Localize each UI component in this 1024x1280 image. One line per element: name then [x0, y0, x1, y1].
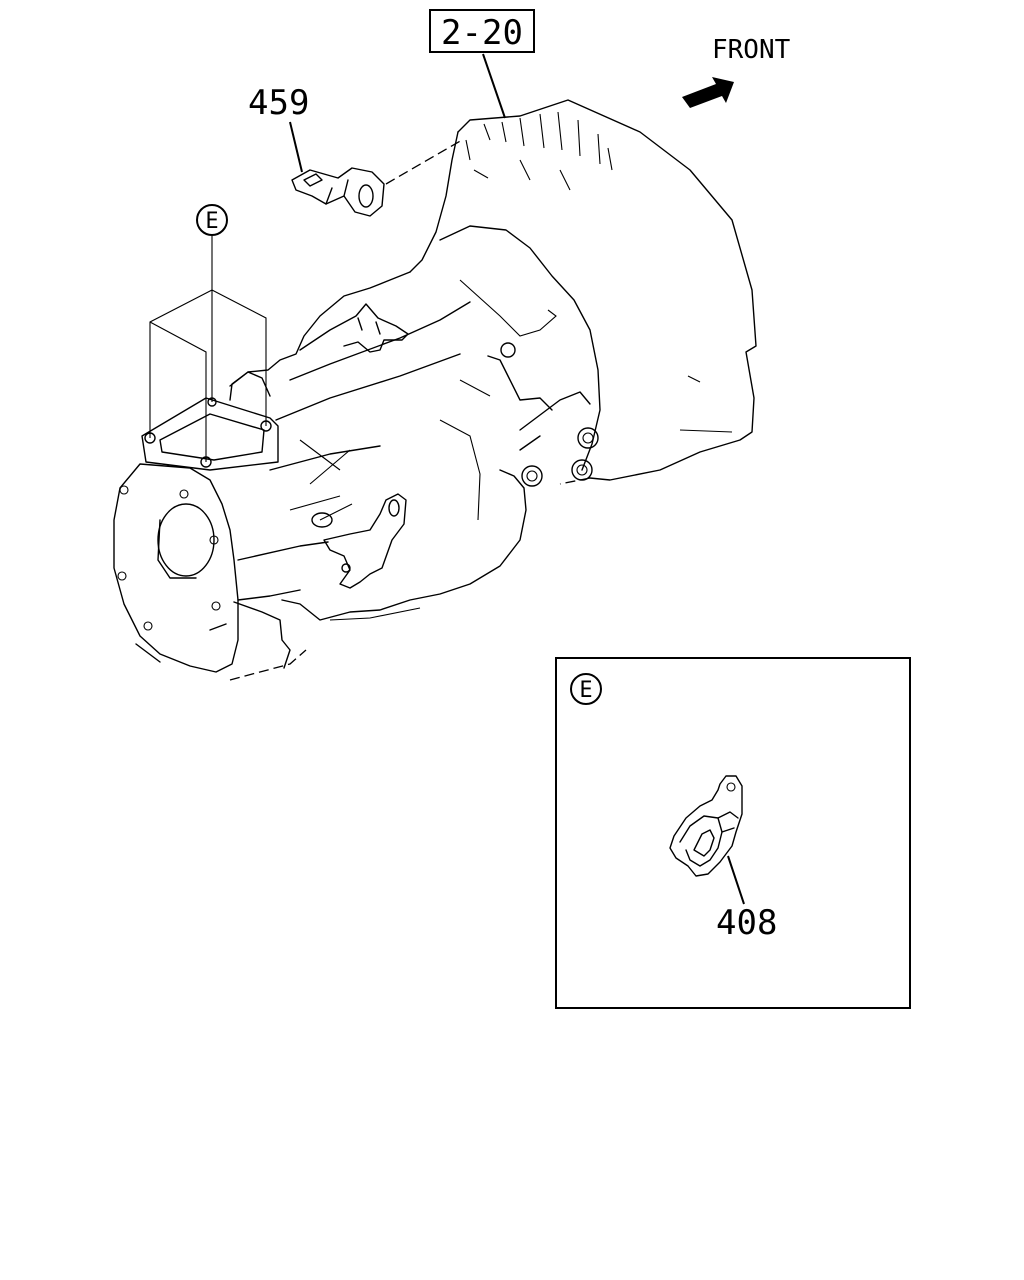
part-408-label[interactable]: 408 — [716, 903, 777, 943]
detail-marker-e-main[interactable]: E — [196, 204, 228, 236]
part-459-leader — [289, 121, 303, 173]
rear-flange — [113, 463, 239, 673]
detail-e-inset: E 408 — [555, 657, 911, 1009]
detail-marker-e-main-text: E — [205, 209, 218, 234]
front-arrow-icon — [682, 77, 734, 108]
transmission-assembly — [113, 99, 757, 681]
detail-marker-e-inset[interactable]: E — [570, 673, 602, 705]
detail-e-leader-lines — [149, 236, 267, 462]
extension-top-block — [141, 397, 279, 471]
front-label: FRONT — [712, 35, 791, 65]
reference-box-2-20[interactable]: 2-20 — [429, 9, 535, 53]
part-408-clip[interactable] — [669, 775, 743, 877]
reference-leader — [482, 53, 506, 119]
bell-housing — [457, 99, 757, 481]
part-459-bracket[interactable] — [291, 167, 385, 217]
part-459-mount-line — [385, 139, 463, 185]
reference-label: 2-20 — [441, 13, 523, 53]
lower-mount-bracket — [323, 493, 407, 589]
part-459-label[interactable]: 459 — [248, 83, 309, 123]
part-408-leader — [727, 855, 745, 905]
detail-marker-e-inset-text: E — [579, 678, 592, 703]
